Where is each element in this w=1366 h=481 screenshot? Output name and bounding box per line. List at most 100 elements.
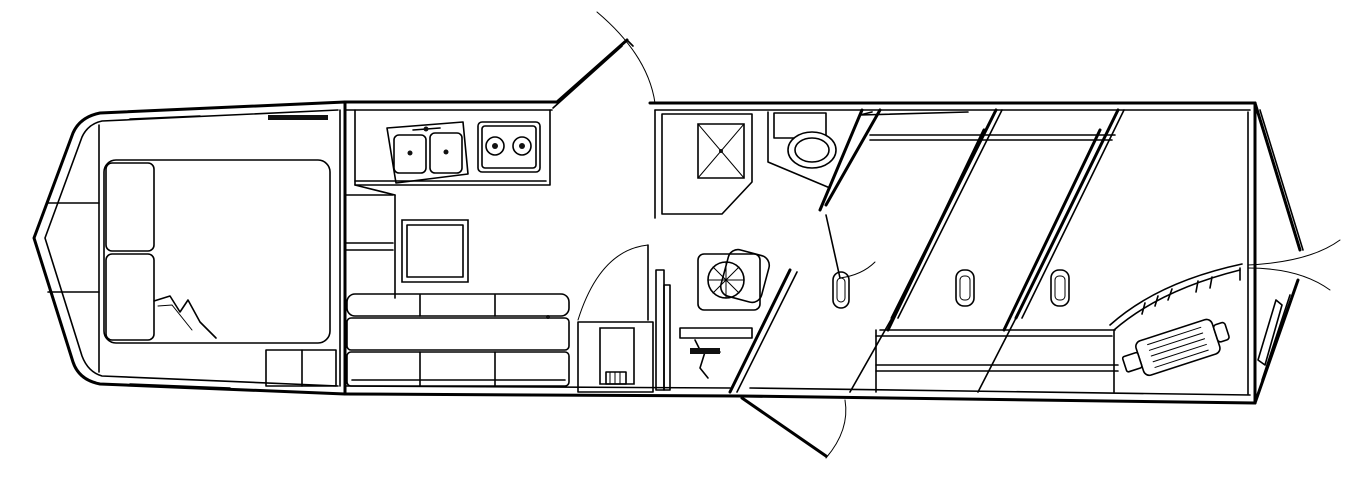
- faucet-knob: [423, 126, 429, 132]
- tie-ring-3: [1051, 270, 1069, 306]
- horse-area: [730, 110, 1255, 458]
- shower-stall: [662, 114, 752, 214]
- divider-a-outer: [826, 110, 880, 205]
- horse-door-arc: [826, 400, 846, 458]
- tie-ring-3-inner: [1055, 276, 1065, 300]
- pantry-shelf: [656, 270, 664, 390]
- rear-door-upper: [1255, 103, 1300, 250]
- saddle-hook-4: [1196, 281, 1198, 292]
- tack-area: [1110, 103, 1340, 403]
- tie-ring-1: [833, 272, 849, 308]
- stall-divider-diag-3: [888, 130, 984, 330]
- counter-corner: [355, 185, 395, 195]
- lq-bottom-wall: [345, 394, 740, 396]
- saddle-hook-3: [1168, 289, 1172, 300]
- tack-tab-left: [1122, 352, 1142, 372]
- entry-door: [553, 12, 655, 108]
- bath-fixture: [690, 348, 720, 354]
- rear-ramp-step: [1258, 300, 1282, 365]
- water-heater-vent: [606, 372, 626, 384]
- lavatory: [698, 247, 771, 310]
- tack-slat-4: [1153, 344, 1206, 361]
- rear-door-arc-top: [1248, 240, 1340, 265]
- burner-right-inner: [519, 143, 525, 149]
- refrigerator-inner: [407, 225, 463, 277]
- walkthrough-wall-inner: [737, 272, 797, 392]
- stove: [478, 122, 540, 172]
- stall-divider-1: [860, 112, 968, 115]
- end-table: [266, 350, 336, 386]
- tack-slat-2: [1149, 333, 1202, 350]
- toilet-seat: [795, 138, 829, 162]
- sofa-back: [347, 294, 569, 316]
- stall-divider-diag-1b: [898, 110, 1002, 318]
- sink-basin-outer: [387, 122, 468, 183]
- burner-right: [513, 137, 531, 155]
- sofa: [347, 294, 569, 386]
- stall-divider-low-1: [850, 318, 892, 392]
- burner-left: [486, 137, 504, 155]
- bath-cabinet: [680, 328, 752, 338]
- walkthrough-wall: [730, 270, 790, 392]
- sofa-seat-front: [347, 352, 569, 386]
- pantry-cabinet: [578, 322, 653, 392]
- bed-sheet-fold-2: [158, 305, 192, 330]
- kitchen-counter: [355, 110, 550, 185]
- tack-slat-1: [1148, 327, 1201, 344]
- tie-ring-2: [956, 270, 974, 306]
- bath-door-arc: [840, 262, 875, 278]
- pillow-2: [106, 254, 154, 340]
- pantry-shelf-2: [664, 285, 670, 390]
- bath-wall-diag: [820, 110, 862, 210]
- burner-left-inner: [492, 143, 498, 149]
- water-heater: [600, 328, 634, 384]
- stall-divider-diag-4: [1004, 130, 1100, 330]
- tack-slat-3: [1151, 339, 1204, 356]
- rear-door-lower: [1255, 280, 1298, 403]
- stall-divider-low-2: [978, 318, 1016, 392]
- tie-ring-2-inner: [960, 276, 970, 300]
- shower-drain: [719, 149, 723, 153]
- sofa-dot: [546, 315, 550, 319]
- stall-divider-diag-2: [1016, 110, 1118, 318]
- bath-door: [826, 215, 840, 278]
- tack-cabinet: [1119, 314, 1233, 382]
- rear-door-arc-bottom: [1248, 268, 1330, 290]
- window-top: [268, 115, 328, 120]
- horse-bottom-wall: [740, 396, 1255, 403]
- horse-door: [742, 398, 826, 456]
- gooseneck-outer-wall: [34, 102, 345, 394]
- stall-dividers: [826, 110, 1124, 392]
- saddle-hook-2: [1155, 296, 1158, 306]
- saddle-hook-5: [1210, 277, 1212, 288]
- pillow-1: [106, 163, 154, 251]
- bath-divider: [768, 112, 830, 188]
- gooseneck-inner-wall: [45, 110, 338, 386]
- door-leaf: [557, 40, 627, 102]
- bathroom: [650, 103, 1255, 378]
- living-quarters: [266, 12, 740, 396]
- gooseneck-section: [34, 102, 345, 394]
- stove-top: [478, 122, 540, 172]
- door-frame: [627, 40, 633, 46]
- tie-ring-1-inner: [837, 278, 845, 302]
- pantry-swing-arc: [578, 245, 648, 320]
- rear-door-upper-inner: [1260, 110, 1303, 250]
- window-bottom: [130, 384, 230, 388]
- rear-door-lower-inner: [1262, 295, 1290, 380]
- refrigerator: [402, 220, 468, 282]
- lav-bowl-ribs: [708, 262, 744, 298]
- horse-bottom-wall-inner: [750, 388, 1250, 395]
- saddle-hook-1: [1142, 303, 1145, 314]
- tack-wall-outer: [1110, 264, 1242, 325]
- sofa-seat: [347, 318, 569, 350]
- stove-inner: [482, 126, 536, 168]
- door-swing-arc: [597, 12, 655, 103]
- lav-bowl-rim: [719, 247, 772, 304]
- tack-tab-right: [1213, 322, 1230, 343]
- sink-drain-right: [443, 149, 449, 155]
- bath-hook: [695, 340, 720, 378]
- door-leaf-inner: [553, 46, 622, 108]
- tack-slat-5: [1155, 350, 1208, 367]
- bed-sheet-fold: [154, 296, 216, 338]
